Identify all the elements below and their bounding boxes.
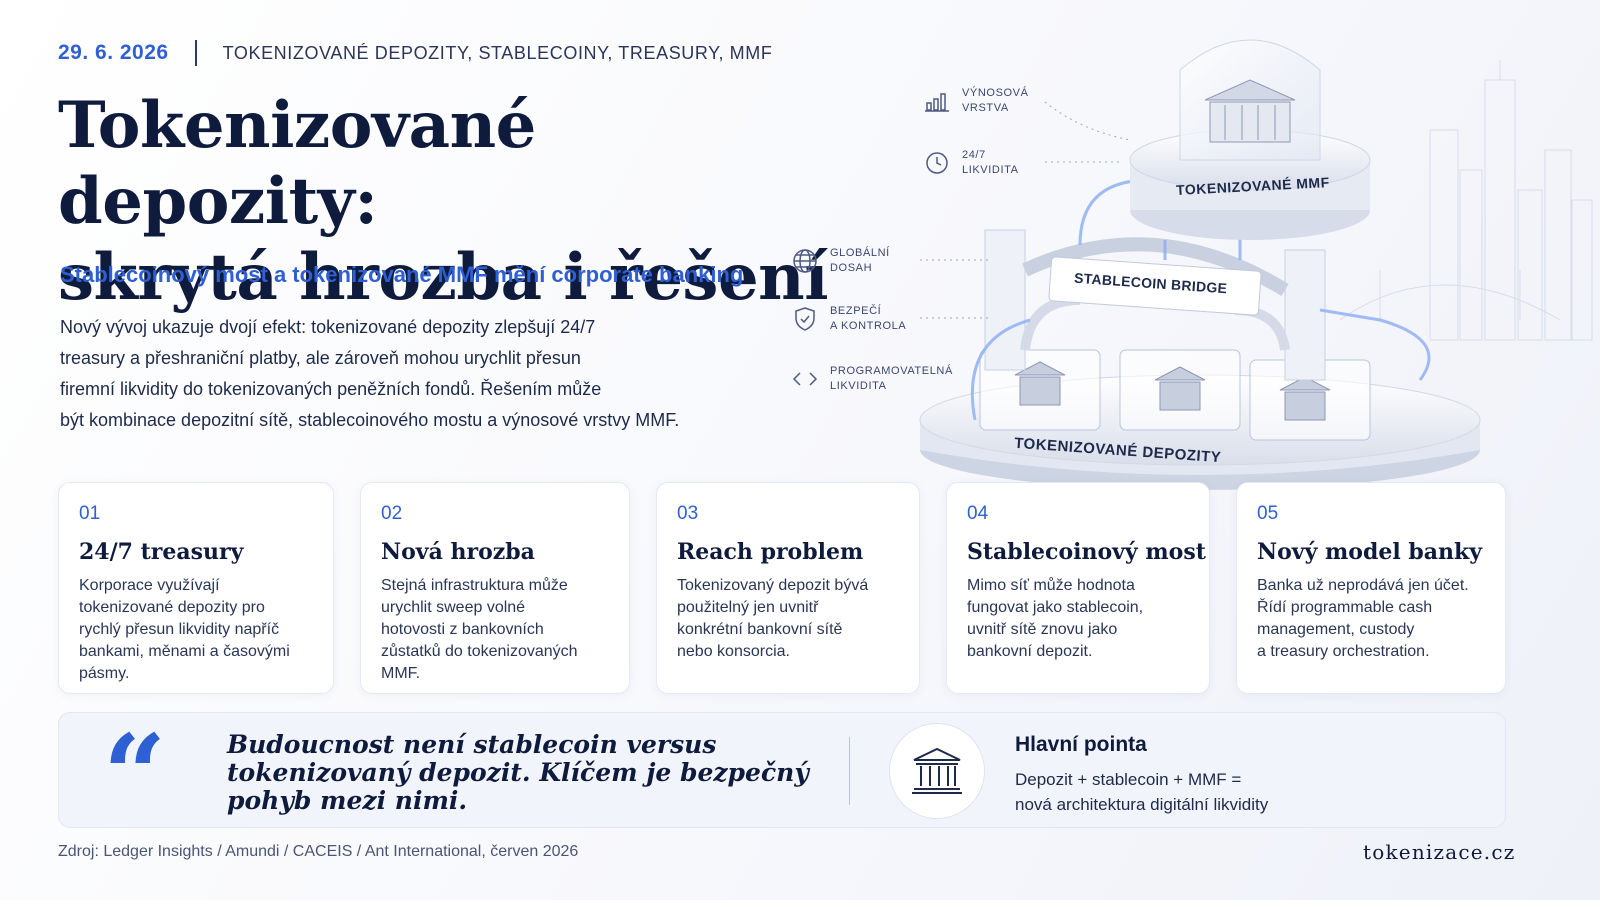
card-title: Reach problem	[677, 539, 864, 565]
quote-text: Budoucnost není stablecoin versus tokeni…	[227, 731, 827, 815]
card-body-line: rychlý přesun likvidity napříč	[79, 621, 280, 638]
header: 29. 6. 2026 TOKENIZOVANÉ DEPOZITY, STABL…	[58, 40, 772, 66]
title-line-1: Tokenizované depozity:	[58, 88, 536, 239]
card-body-line: Banka už neprodává jen účet.	[1257, 577, 1469, 594]
legend-label: A KONTROLA	[830, 320, 907, 332]
card-body: Tokenizovaný depozit bývá použitelný jen…	[677, 575, 899, 663]
intro-line: být kombinace depozitní sítě, stablecoin…	[60, 410, 680, 430]
card-body-line: Řídí programmable cash	[1257, 599, 1433, 616]
quote-mark-icon: “	[103, 710, 167, 839]
card-body-line: urychlit sweep volné	[381, 599, 526, 616]
key-point-title: Hlavní pointa	[1015, 733, 1147, 756]
quote-line: tokenizovaný depozit. Klíčem je bezpečný	[227, 758, 809, 787]
legend-programmable: PROGRAMOVATELNÁ LIKVIDITA	[790, 364, 960, 394]
legend-label: 24/7	[962, 149, 986, 161]
illustration-graphic	[919, 39, 1593, 490]
card-body-line: nebo konsorcia.	[677, 643, 790, 660]
stablecoin-bridge	[984, 229, 1326, 381]
card-number: 04	[967, 503, 989, 524]
card-title: Nová hrozba	[381, 539, 535, 565]
card-body: Mimo síť může hodnota fungovat jako stab…	[967, 575, 1189, 663]
card-body-line: zůstatků do tokenizovaných	[381, 643, 578, 660]
key-point-line: Depozit + stablecoin + MMF =	[1015, 770, 1242, 789]
brand-link[interactable]: tokenizace.cz	[1363, 840, 1516, 864]
page-title: Tokenizované depozity: skrytá hrozba i ř…	[58, 88, 858, 316]
topic-tags: TOKENIZOVANÉ DEPOZITY, STABLECOINY, TREA…	[222, 42, 773, 63]
card-body-line: uvnitř sítě znovu jako	[967, 621, 1118, 638]
legend-global-reach: GLOBÁLNÍ DOSAH	[790, 246, 940, 276]
legend-label: BEZPEČÍ	[830, 305, 882, 317]
intro-line: treasury a přeshraniční platby, ale záro…	[60, 348, 581, 368]
legend-label: VÝNOSOVÁ	[962, 87, 1029, 99]
card-body-line: použitelný jen uvnitř	[677, 599, 819, 616]
card-body-line: Stejná infrastruktura může	[381, 577, 568, 594]
card-reach-problem: 03 Reach problem Tokenizovaný depozit bý…	[656, 482, 920, 694]
legend-security: BEZPEČÍ A KONTROLA	[790, 304, 940, 334]
date: 29. 6. 2026	[58, 41, 169, 64]
quote-line: Budoucnost není stablecoin versus	[227, 730, 717, 759]
intro-line: firemní likvidity do tokenizovaných peně…	[60, 379, 602, 399]
key-point-line: nová architektura digitální likvidity	[1015, 795, 1269, 814]
intro-paragraph: Nový vývoj ukazuje dvojí efekt: tokenizo…	[60, 312, 780, 436]
legend-label: LIKVIDITA	[830, 380, 887, 392]
legend-label: GLOBÁLNÍ	[830, 247, 890, 259]
quote-divider	[849, 737, 850, 805]
card-body-line: management, custody	[1257, 621, 1415, 638]
card-number: 05	[1257, 503, 1279, 524]
legend-label: DOSAH	[830, 262, 873, 274]
card-body-line: Korporace využívají	[79, 577, 220, 594]
card-new-threat: 02 Nová hrozba Stejná infrastruktura můž…	[360, 482, 630, 694]
card-new-bank-model: 05 Nový model banky Banka už neprodává j…	[1236, 482, 1506, 694]
card-body-line: tokenizované depozity pro	[79, 599, 265, 616]
quote-line: pohyb mezi nimi.	[227, 786, 468, 815]
mmf-tower	[1129, 39, 1371, 240]
code-icon	[790, 364, 820, 394]
card-number: 03	[677, 503, 699, 524]
card-title: Stablecoinový most	[967, 539, 1206, 565]
card-body-line: Mimo síť může hodnota	[967, 577, 1135, 594]
card-title: 24/7 treasury	[79, 539, 244, 565]
card-body-line: bankami, měnami a časovými	[79, 643, 290, 660]
card-body: Korporace využívají tokenizované depozit…	[79, 575, 313, 685]
card-body-line: bankovní depozit.	[967, 643, 1093, 660]
shield-icon	[790, 304, 820, 334]
title-line-2: skrytá hrozba i řešení	[58, 240, 829, 315]
card-body-line: a treasury orchestration.	[1257, 643, 1430, 660]
bar-chart-icon	[922, 86, 952, 116]
card-title: Nový model banky	[1257, 539, 1483, 565]
card-number: 01	[79, 503, 101, 524]
feature-cards: 01 24/7 treasury Korporace využívají tok…	[58, 482, 1506, 694]
card-body: Stejná infrastruktura může urychlit swee…	[381, 575, 609, 685]
subtitle: Stablecoinový most a tokenizované MMF mě…	[60, 262, 744, 287]
key-point-body: Depozit + stablecoin + MMF = nová archit…	[1015, 767, 1355, 817]
card-body-line: konkrétní bankovní sítě	[677, 621, 843, 638]
card-body: Banka už neprodává jen účet. Řídí progra…	[1257, 575, 1485, 663]
legend-label: LIKVIDITA	[962, 164, 1019, 176]
city-skyline	[1339, 60, 1593, 341]
card-body-line: pásmy.	[79, 665, 130, 682]
legend-yield-layer: VÝNOSOVÁ VRSTVA	[922, 86, 1072, 116]
header-divider	[194, 40, 197, 66]
deposits-platform	[919, 349, 1481, 490]
intro-line: Nový vývoj ukazuje dvojí efekt: tokenizo…	[60, 317, 596, 337]
source-note: Zdroj: Ledger Insights / Amundi / CACEIS…	[58, 843, 579, 860]
bank-icon	[889, 723, 985, 819]
legend-label: VRSTVA	[962, 102, 1009, 114]
card-body-line: Tokenizovaný depozit bývá	[677, 577, 869, 594]
card-treasury: 01 24/7 treasury Korporace využívají tok…	[58, 482, 334, 694]
quote-band: “ Budoucnost není stablecoin versus toke…	[58, 712, 1506, 835]
card-body-line: MMF.	[381, 665, 421, 682]
card-body-line: fungovat jako stablecoin,	[967, 599, 1144, 616]
clock-icon	[922, 148, 952, 178]
card-body-line: hotovosti z bankovních	[381, 621, 544, 638]
card-stablecoin-bridge: 04 Stablecoinový most Mimo síť může hodn…	[946, 482, 1210, 694]
globe-icon	[790, 246, 820, 276]
legend-label: PROGRAMOVATELNÁ	[830, 365, 953, 377]
card-number: 02	[381, 503, 403, 524]
